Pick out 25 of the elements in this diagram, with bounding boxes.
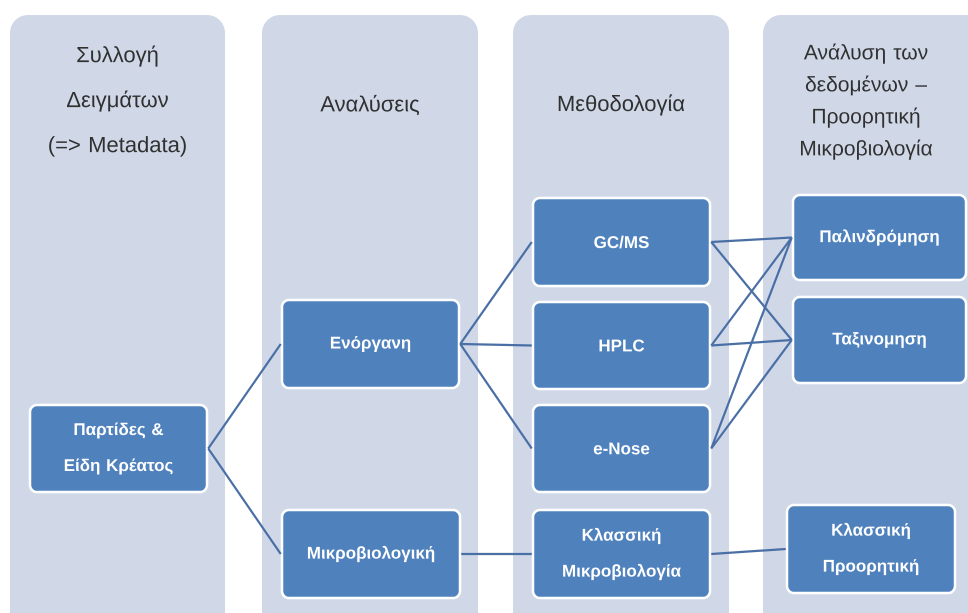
process-box: GC/MS xyxy=(532,196,712,288)
connector-line xyxy=(461,552,532,556)
column-heading: Αναλύσεις xyxy=(320,94,420,116)
column-heading: Μεθοδολογία xyxy=(558,94,684,116)
process-box: e-Nose xyxy=(532,404,712,494)
process-box: Ταξινομηση xyxy=(792,296,968,384)
connector-line xyxy=(460,342,532,347)
connector-line xyxy=(207,448,282,555)
process-box: Παλινδρόμηση xyxy=(792,194,968,282)
connector-line xyxy=(459,343,533,450)
connector-line xyxy=(207,343,282,450)
process-box: Ενόργανη xyxy=(280,298,460,390)
column-heading: Συλλογή Δειγμάτων (=> Metadata) xyxy=(49,46,186,157)
connector-line xyxy=(711,338,792,347)
column-heading: Ανάλυση των δεδομένων – Προορητική Μικροβιολογία xyxy=(801,44,932,160)
connector-line xyxy=(711,236,792,244)
connector-line xyxy=(459,241,533,345)
process-box: Κλασσική Προορητική xyxy=(786,504,956,594)
connector-line xyxy=(711,548,786,556)
process-box: Κλασσική Μικροβιολογία xyxy=(532,508,712,600)
process-box: HPLC xyxy=(532,300,712,390)
process-box: Μικροβιολογική xyxy=(280,508,462,600)
connector-line xyxy=(710,237,793,449)
connector-line xyxy=(710,339,793,450)
process-box: Παρτίδες & Είδη Κρέατος xyxy=(28,404,208,494)
